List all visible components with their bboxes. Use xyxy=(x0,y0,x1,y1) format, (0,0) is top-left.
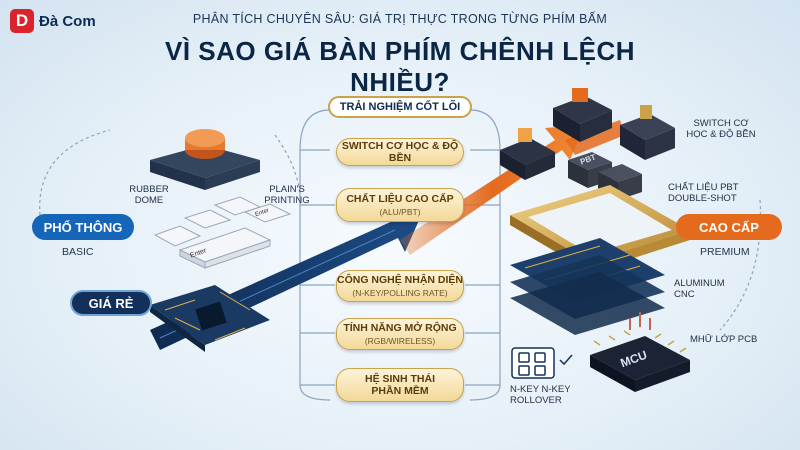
core-item-material: CHẤT LIỆU CAO CẤP (ALU/PBT) xyxy=(336,188,464,222)
page-title: VÌ SAO GIÁ BÀN PHÍM CHÊNH LỆCH NHIỀU? xyxy=(164,36,636,97)
tier-premium-sub: PREMIUM xyxy=(700,246,750,258)
logo-mark-icon: D xyxy=(10,9,34,33)
aluminum-cnc-label: ALUMINUM CNC xyxy=(674,278,725,300)
core-item-switch: SWITCH CƠ HỌC & ĐỘ BỀN xyxy=(336,138,464,166)
core-item-sub: (N-KEY/POLLING RATE) xyxy=(352,287,448,298)
core-item-software: HỆ SINH THÁI PHẦN MỀM xyxy=(336,368,464,402)
basic-pcb-illustration xyxy=(150,285,270,352)
core-item-sub: (ALU/PBT) xyxy=(379,206,421,217)
pcb-layer-label: MHỮ LỚP PCB xyxy=(690,334,758,345)
page-subtitle: PHÂN TÍCH CHUYÊN SÂU: GIÁ TRỊ THỰC TRONG… xyxy=(192,12,608,26)
tier-premium-badge: CAO CẤP xyxy=(676,214,782,240)
core-item-detection: CÔNG NGHỆ NHẬN DIỆN (N-KEY/POLLING RATE) xyxy=(336,270,464,302)
core-item-label: TÍNH NĂNG MỞ RỘNG xyxy=(343,321,457,334)
tier-basic-sub: BASIC xyxy=(62,246,94,258)
n-key-grid-icon xyxy=(511,347,573,379)
core-heading: TRẢI NGHIỆM CỐT LÕI xyxy=(328,96,472,118)
tier-basic-badge: PHỔ THÔNG xyxy=(32,214,134,240)
switch-durability-label: SWITCH CƠ HỌC & ĐỘ BỀN xyxy=(686,118,756,140)
core-item-label: CHẤT LIỆU CAO CẤP xyxy=(346,192,454,205)
core-item-features: TÍNH NĂNG MỞ RỘNG (RGB/WIRELESS) xyxy=(336,318,464,350)
premium-switches-illustration xyxy=(500,88,675,180)
pbt-material-label: CHẤT LIỆU PBT DOUBLE-SHOT xyxy=(668,182,739,204)
plain-printing-label: PLAIN'S PRINTING xyxy=(264,184,310,206)
brand-logo[interactable]: D Đà Com xyxy=(10,6,108,36)
core-item-label: SWITCH CƠ HỌC & ĐỘ BỀN xyxy=(341,140,459,164)
core-item-label: CÔNG NGHỆ NHẬN DIỆN xyxy=(337,273,464,286)
n-key-rollover-label: N-KEY N-KEY ROLLOVER xyxy=(510,384,571,406)
pcb-layers-illustration xyxy=(510,238,665,335)
rubber-dome-illustration xyxy=(150,129,260,190)
basic-keycaps-illustration xyxy=(153,196,292,269)
core-item-sub: (RGB/WIRELESS) xyxy=(364,335,436,346)
mcu-chip-illustration xyxy=(590,312,690,392)
core-item-label: HỆ SINH THÁI PHẦN MỀM xyxy=(364,373,435,397)
rubber-dome-label: RUBBER DOME xyxy=(129,184,169,206)
logo-name: Đà Com xyxy=(39,12,96,30)
price-cheap-badge: GIÁ RẺ xyxy=(70,290,152,316)
